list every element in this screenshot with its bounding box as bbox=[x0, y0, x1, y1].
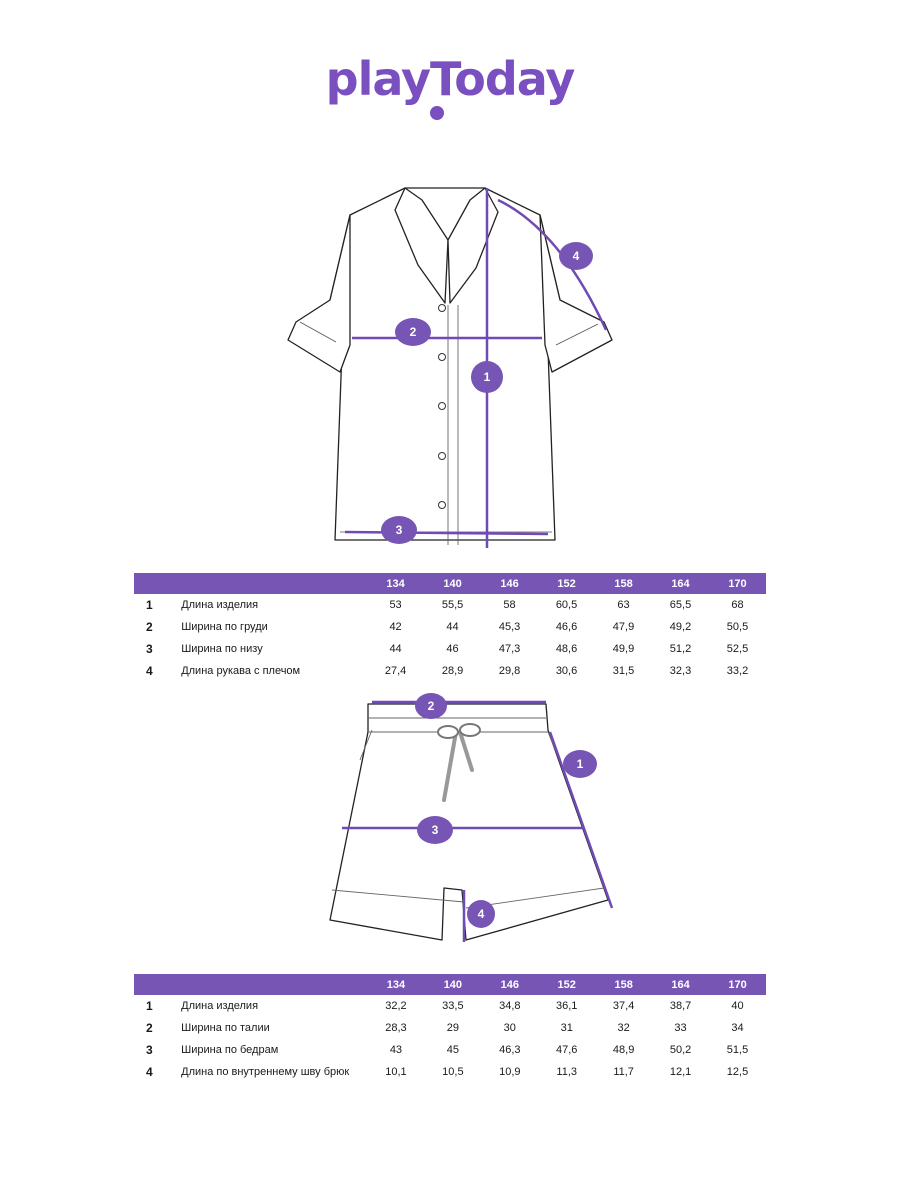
size-col: 170 bbox=[708, 573, 766, 594]
table-row: 4 Длина рукава с плечом 27,4 28,9 29,8 3… bbox=[146, 664, 749, 678]
size-col: 158 bbox=[595, 573, 652, 594]
table-row: 1 Длина изделия 32,2 33,5 34,8 36,1 37,4… bbox=[146, 999, 744, 1013]
size-col: 158 bbox=[595, 974, 653, 995]
shorts-marker-3: 3 bbox=[432, 823, 439, 837]
shorts-marker-4: 4 bbox=[478, 907, 485, 921]
table-row: 2 Ширина по груди 42 44 45,3 46,6 47,9 4… bbox=[146, 620, 749, 634]
brand-logo-dot bbox=[430, 106, 444, 120]
size-col: 146 bbox=[481, 573, 539, 594]
size-col: 152 bbox=[538, 573, 596, 594]
shirt-marker-1: 1 bbox=[484, 370, 491, 384]
shirt-size-table: 134 140 146 152 158 164 170 1 Длина изде… bbox=[134, 573, 766, 682]
size-col: 164 bbox=[652, 573, 709, 594]
table-row: 1 Длина изделия 53 55,5 58 60,5 63 65,5 … bbox=[146, 598, 744, 612]
shirt-marker-3: 3 bbox=[396, 523, 403, 537]
table-row: 3 Ширина по бедрам 43 45 46,3 47,6 48,9 … bbox=[146, 1043, 749, 1057]
size-col: 140 bbox=[424, 974, 482, 995]
brand-logo: playToday bbox=[0, 52, 900, 106]
size-col: 170 bbox=[709, 974, 766, 995]
shirt-size-header: 134 140 146 152 158 164 170 bbox=[134, 573, 766, 594]
shirt-drawing: 1 2 3 4 bbox=[287, 187, 613, 548]
shorts-size-table: 134 140 146 152 158 164 170 1 Длина изде… bbox=[134, 974, 766, 1083]
size-col: 146 bbox=[481, 974, 539, 995]
size-col: 134 bbox=[367, 974, 425, 995]
shorts-marker-1: 1 bbox=[577, 757, 584, 771]
table-row: 4 Длина по внутреннему шву брюк 10,1 10,… bbox=[146, 1065, 749, 1079]
shorts-marker-2: 2 bbox=[428, 699, 435, 713]
size-col: 152 bbox=[538, 974, 596, 995]
shirt-marker-4: 4 bbox=[573, 249, 580, 263]
size-col: 134 bbox=[367, 573, 425, 594]
size-col: 140 bbox=[424, 573, 482, 594]
table-row: 2 Ширина по талии 28,3 29 30 31 32 33 34 bbox=[146, 1021, 744, 1035]
size-col: 164 bbox=[652, 974, 710, 995]
table-row: 3 Ширина по низу 44 46 47,3 48,6 49,9 51… bbox=[146, 642, 749, 656]
shorts-drawing: 1 2 3 4 bbox=[329, 693, 614, 942]
shirt-marker-2: 2 bbox=[410, 325, 417, 339]
shorts-size-header: 134 140 146 152 158 164 170 bbox=[134, 974, 766, 995]
brand-logo-text: playToday bbox=[325, 52, 576, 106]
